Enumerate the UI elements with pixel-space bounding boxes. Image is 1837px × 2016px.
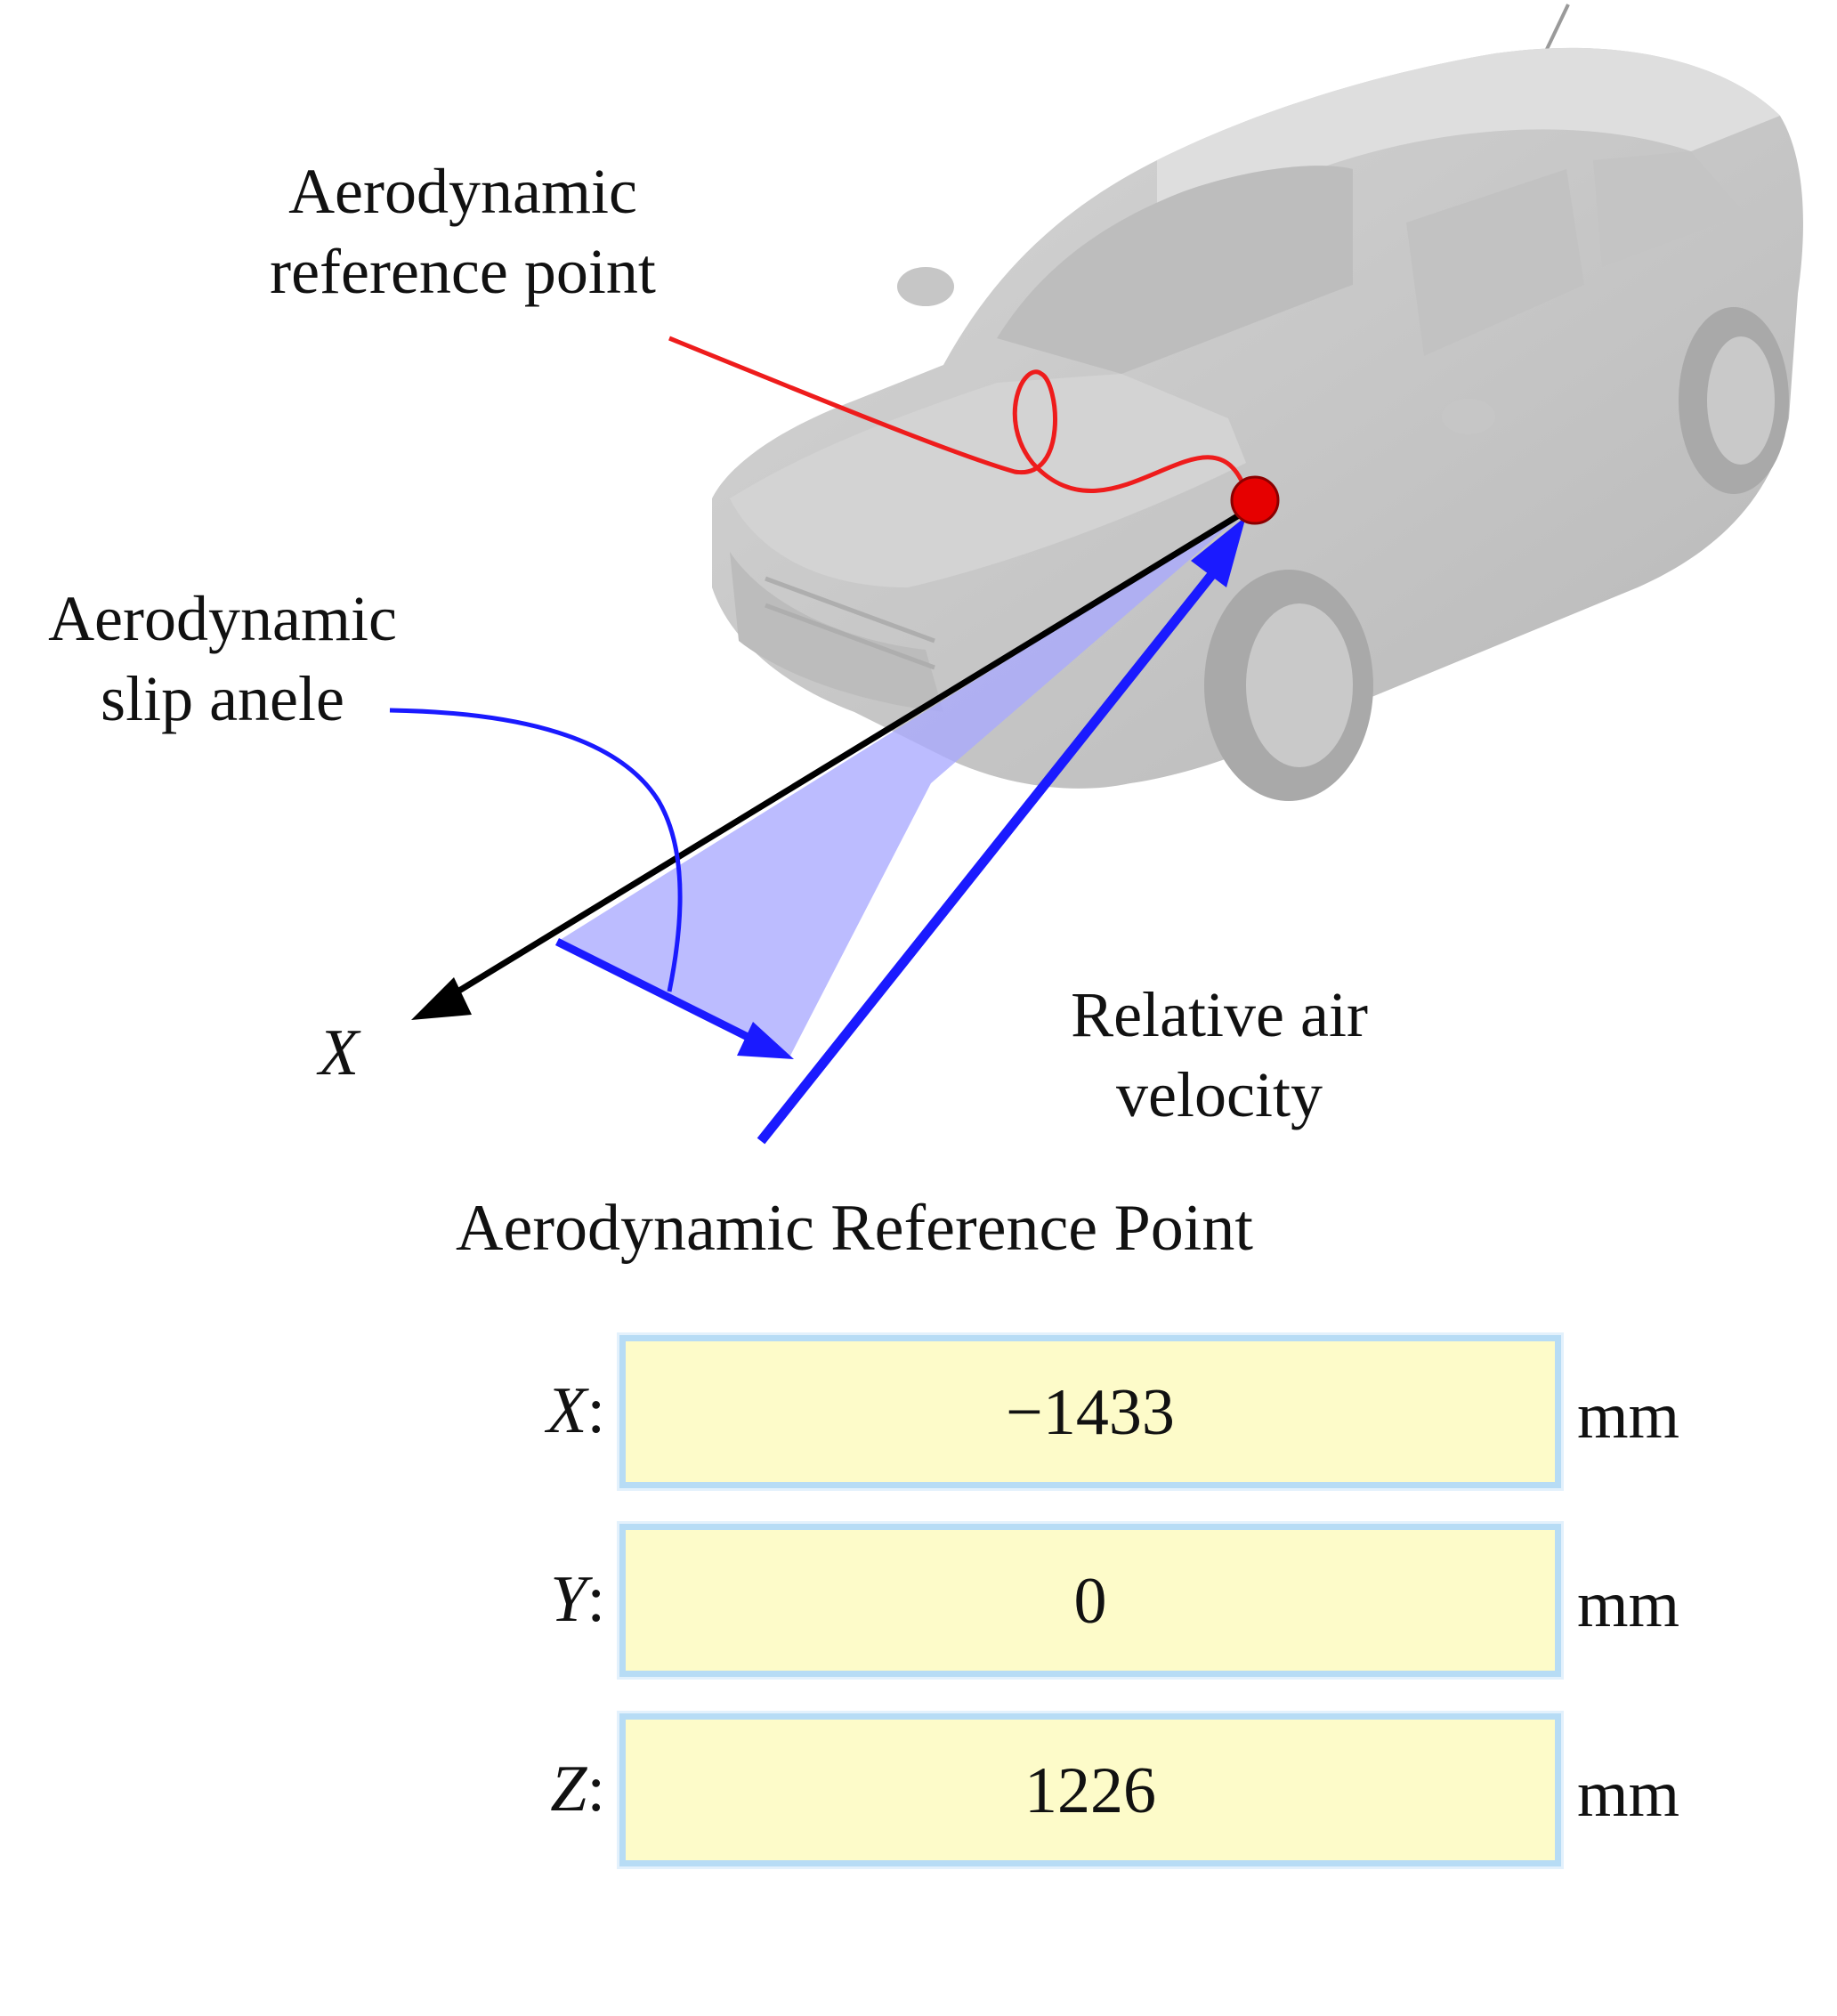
y-unit-label: mm: [1577, 1568, 1680, 1641]
slip-vector-arrowhead: [737, 1022, 794, 1059]
y-value-field[interactable]: 0: [619, 1524, 1561, 1677]
car-image: [712, 4, 1803, 801]
slip-angle-wedge: [557, 511, 1246, 1056]
velocity-arrowhead: [1191, 516, 1246, 587]
slip-angle-label: Aerodynamic slip anele: [48, 583, 397, 734]
z-value-field[interactable]: 1226: [619, 1713, 1561, 1866]
x-axis-arrowhead: [411, 977, 472, 1020]
reference-point-title: Aerodynamic Reference Point: [456, 1192, 1253, 1265]
x-axis-label: X: [319, 1016, 360, 1089]
coord-label-y: Y:: [550, 1563, 605, 1636]
coord-label-x: X:: [546, 1374, 605, 1447]
aero-diagram: [389, 4, 1803, 1145]
reference-point-dot: [1230, 475, 1280, 525]
z-unit-label: mm: [1577, 1758, 1680, 1831]
reference-point-label: Aerodynamic reference point: [270, 156, 656, 307]
x-unit-label: mm: [1577, 1380, 1680, 1453]
coord-label-z: Z:: [550, 1753, 605, 1826]
reference-point-leader: [668, 336, 1249, 494]
slip-vector: [554, 937, 766, 1049]
coord-row-z: Z: 1226 mm: [0, 1713, 1837, 1874]
relative-air-velocity-arrow: [757, 548, 1234, 1145]
x-value-field[interactable]: −1433: [619, 1335, 1561, 1488]
relative-air-velocity-label: Relative air velocity: [1071, 979, 1368, 1130]
coord-row-y: Y: 0 mm: [0, 1524, 1837, 1684]
coord-row-x: X: −1433 mm: [0, 1335, 1837, 1495]
slip-angle-leader: [389, 708, 683, 992]
x-axis-arrow: [433, 508, 1248, 1008]
